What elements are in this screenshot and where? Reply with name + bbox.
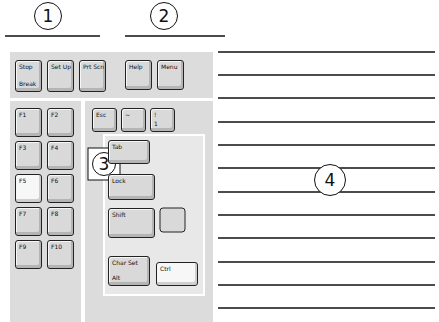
keyboard-panel [10, 52, 213, 322]
key-legend: F10 [51, 243, 70, 250]
key-legend: Break [19, 80, 38, 87]
key-legend: Shift [112, 211, 151, 218]
keyboard-key: StopBreak [15, 60, 42, 92]
callout-number: 4 [325, 172, 336, 189]
key-legend: F3 [19, 144, 38, 151]
keyboard-key: F10 [47, 240, 74, 269]
key-legend: Char Set [112, 259, 146, 266]
key-legend: F5 [19, 177, 38, 184]
keyboard-key: Menu [157, 60, 184, 90]
key [160, 208, 185, 232]
keyboard-key: Esc [92, 108, 117, 132]
keyboard-key: F4 [47, 141, 74, 170]
keyboard-key: Help [125, 60, 152, 90]
keyboard-key: Tab [108, 140, 150, 164]
keyboard-key: F5 [15, 174, 42, 203]
keyboard-key: Ctrl [156, 262, 198, 286]
key-legend: F4 [51, 144, 70, 151]
writing-lines [218, 52, 435, 308]
keyboard-key: !1 [150, 108, 175, 132]
keyboard-key: F2 [47, 108, 74, 137]
keyboard-key: Lock [108, 174, 155, 200]
key-legend: F7 [19, 210, 38, 217]
callout-number: 2 [159, 8, 170, 25]
key-legend: F1 [19, 111, 38, 118]
key-legend: F2 [51, 111, 70, 118]
callout-circle: 2 [150, 2, 178, 30]
key-legend: Tab [112, 143, 146, 150]
keyboard-key: F6 [47, 174, 74, 203]
keyboard-key: Prt Scn [79, 60, 106, 92]
key-legend: ~ [125, 111, 142, 118]
panel-gap [81, 101, 85, 322]
key-legend: ! [154, 111, 171, 118]
key-legend: 1 [154, 120, 171, 127]
key-legend: Set Up [51, 63, 70, 70]
keyboard-key: Shift [108, 208, 155, 238]
keyboard-key: Set Up [47, 60, 74, 92]
key-legend: Stop [19, 63, 38, 70]
key-legend: Menu [161, 63, 180, 70]
keyboard-key: Char SetAlt [108, 256, 150, 286]
keyboard-key: F3 [15, 141, 42, 170]
callout-number: 1 [43, 8, 54, 25]
key-legend: Prt Scn [83, 63, 102, 70]
keyboard-key: ~ [121, 108, 146, 132]
key-legend: Alt [112, 274, 146, 281]
keyboard-key: F1 [15, 108, 42, 137]
key-legend: Esc [96, 111, 113, 118]
panel-gap [10, 98, 213, 101]
callout-circle: 1 [34, 2, 62, 30]
key-legend: F9 [19, 243, 38, 250]
key-legend: Ctrl [160, 265, 194, 272]
keyboard-key: F7 [15, 207, 42, 236]
callout-circle: 4 [314, 164, 346, 196]
callout-rule [125, 35, 225, 37]
keyboard-key: F8 [47, 207, 74, 236]
key-legend: F8 [51, 210, 70, 217]
keyboard-key: F9 [15, 240, 42, 269]
key-legend: Help [129, 63, 148, 70]
key-cluster [104, 135, 204, 295]
key-legend: Lock [112, 177, 151, 184]
callout-rule [5, 35, 100, 37]
key-legend: F6 [51, 177, 70, 184]
